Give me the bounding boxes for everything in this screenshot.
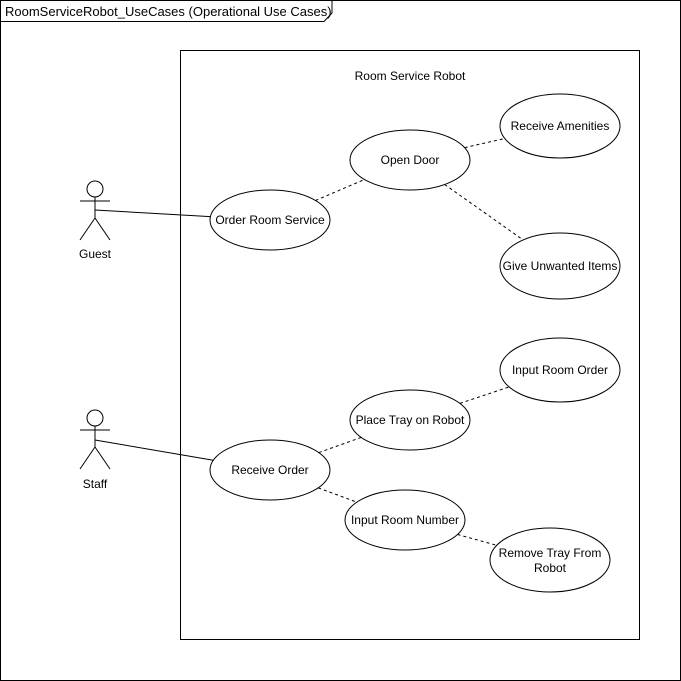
frame-title-tab (0, 0, 333, 22)
actor-label: Guest (79, 247, 112, 261)
actor-head (86, 409, 104, 427)
dependency-line (464, 138, 505, 149)
actor-left-leg (79, 217, 96, 241)
dependency-line (457, 534, 497, 546)
association-line (94, 439, 214, 461)
use-case-receive-amenities[interactable]: Receive Amenities (499, 93, 621, 159)
use-case-label-line-1: Remove Tray From (499, 546, 602, 560)
use-case-label: Input Room Order (512, 363, 608, 377)
actor-guest[interactable]: Guest (79, 180, 112, 261)
dependency-line (318, 487, 357, 503)
use-case-order-room-service[interactable]: Order Room Service (209, 189, 331, 251)
use-case-remove-tray-from-robot[interactable]: Remove Tray From Robot (489, 527, 611, 593)
use-case-label: Receive Amenities (511, 119, 610, 133)
use-case-give-unwanted-items[interactable]: Give Unwanted Items (499, 232, 621, 300)
association-line (94, 209, 211, 218)
actor-head (86, 180, 104, 198)
system-boundary (180, 50, 640, 640)
use-case-open-door[interactable]: Open Door (349, 129, 471, 191)
dependency-line (315, 179, 365, 201)
use-case-receive-order[interactable]: Receive Order (209, 439, 331, 501)
actor-right-leg (94, 446, 111, 470)
dependency-line (444, 184, 524, 241)
use-case-label: Place Tray on Robot (356, 413, 465, 427)
use-case-input-room-number[interactable]: Input Room Number (344, 489, 466, 551)
use-case-label: Order Room Service (215, 213, 325, 227)
use-case-label: Receive Order (231, 463, 308, 477)
connectors (94, 138, 524, 546)
use-case-label: Open Door (381, 153, 440, 167)
frame-title: RoomServiceRobot_UseCases (Operational U… (5, 4, 332, 19)
use-case-label: Input Room Number (351, 513, 459, 527)
system-title: Room Service Robot (355, 69, 466, 83)
actor-right-leg (94, 217, 111, 241)
use-case-input-room-order[interactable]: Input Room Order (499, 337, 621, 403)
actor-staff[interactable]: Staff (79, 409, 111, 491)
use-case-place-tray-on-robot[interactable]: Place Tray on Robot (349, 389, 471, 451)
actor-left-leg (79, 446, 96, 470)
use-case-label-line-2: Robot (534, 561, 567, 575)
actor-label: Staff (83, 477, 108, 491)
dependency-line (318, 436, 362, 454)
dependency-line (459, 386, 510, 404)
use-case-label: Give Unwanted Items (503, 259, 618, 273)
